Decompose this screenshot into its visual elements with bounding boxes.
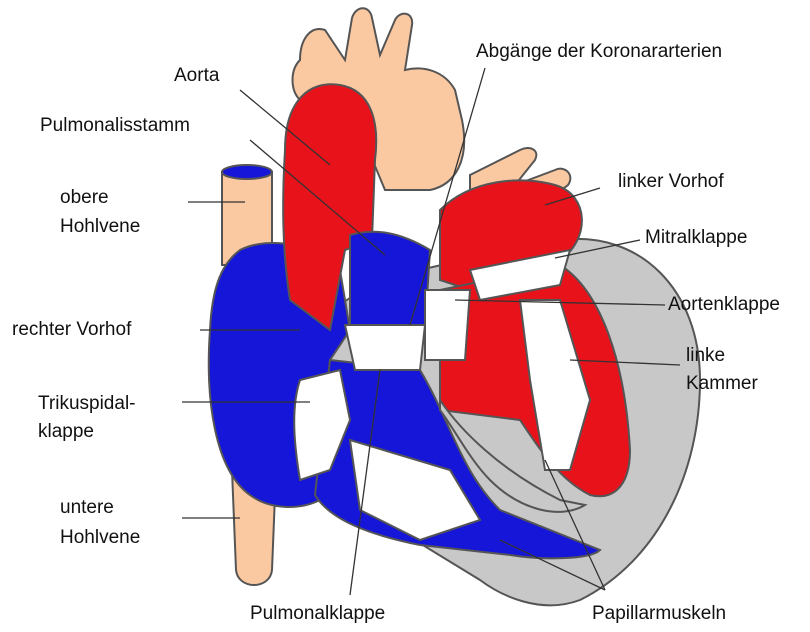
label-pulmonalklappe: Pulmonalklappe xyxy=(250,600,385,627)
label-obere-hohlvene-1: obere xyxy=(60,184,109,211)
label-linke-kammer-2: Kammer xyxy=(686,370,758,397)
pulmonary-valve xyxy=(345,325,425,370)
label-aorta: Aorta xyxy=(174,62,219,89)
label-linker-vorhof: linker Vorhof xyxy=(618,168,724,195)
label-untere-hohlvene-1: untere xyxy=(60,494,114,521)
label-trikuspidal-2: klappe xyxy=(38,418,94,445)
pulmonary-trunk xyxy=(350,232,430,330)
label-mitralklappe: Mitralklappe xyxy=(645,224,747,251)
label-pulmonalisstamm: Pulmonalisstamm xyxy=(40,112,190,139)
label-trikuspidal-1: Trikuspidal- xyxy=(38,390,136,417)
svc-opening xyxy=(222,165,272,179)
label-linke-kammer-1: linke xyxy=(686,342,725,369)
label-obere-hohlvene-2: Hohlvene xyxy=(60,213,140,240)
label-untere-hohlvene-2: Hohlvene xyxy=(60,524,140,551)
label-rechter-vorhof: rechter Vorhof xyxy=(12,316,131,343)
label-aortenklappe: Aortenklappe xyxy=(668,291,780,318)
label-papillarmuskeln: Papillarmuskeln xyxy=(592,600,726,627)
label-koronararterien: Abgänge der Koronararterien xyxy=(476,38,722,65)
